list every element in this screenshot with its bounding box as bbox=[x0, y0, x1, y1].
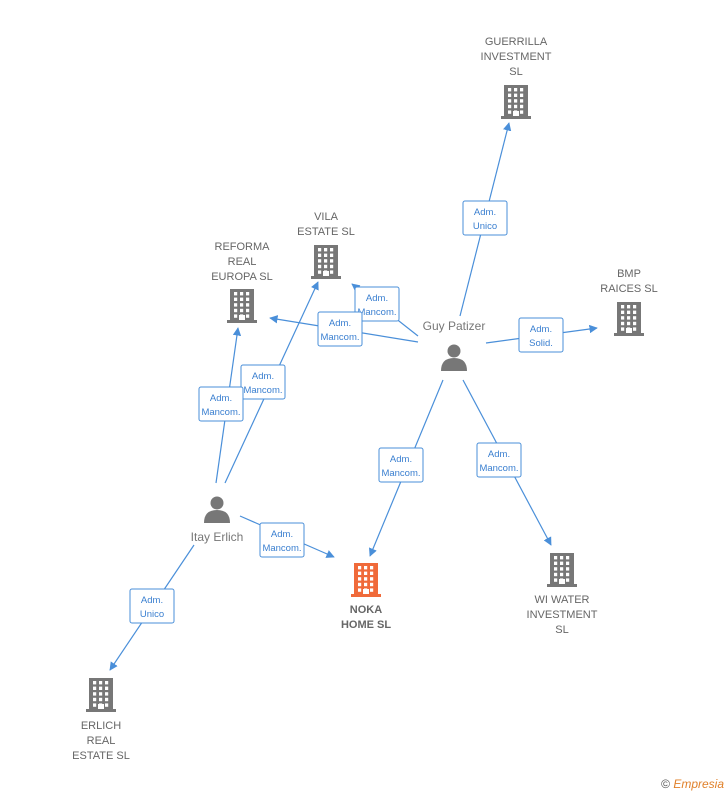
building-icon[interactable] bbox=[547, 553, 577, 587]
role-text: Adm. bbox=[474, 207, 496, 218]
company-label: EUROPA SL bbox=[211, 271, 273, 283]
company-label: ESTATE SL bbox=[72, 750, 130, 762]
nodes-layer: GUERRILLA INVESTMENT SL VILA ESTATE SL REFORM… bbox=[72, 36, 658, 762]
company-label: RAICES SL bbox=[600, 283, 657, 295]
role-badge-guy-reforma[interactable]: Adm. Mancom. bbox=[317, 311, 363, 347]
role-text: Mancom. bbox=[243, 385, 282, 396]
building-icon[interactable] bbox=[227, 289, 257, 323]
footer: © Empresia bbox=[661, 777, 724, 791]
company-label: BMP bbox=[617, 268, 641, 280]
company-label: INVESTMENT bbox=[527, 609, 598, 621]
role-badge-itay-reforma[interactable]: Adm. Mancom. bbox=[198, 386, 244, 422]
role-text: Solid. bbox=[529, 338, 553, 349]
company-label: VILA bbox=[314, 211, 339, 223]
role-text: Mancom. bbox=[479, 463, 518, 474]
role-text: Adm. bbox=[390, 454, 412, 465]
person-label: Itay Erlich bbox=[191, 530, 244, 544]
company-node-noka[interactable]: NOKA HOME SL bbox=[341, 563, 391, 631]
role-badge-guy-guerrilla[interactable]: Adm. Unico bbox=[462, 200, 508, 236]
role-text: Adm. bbox=[271, 529, 293, 540]
role-text: Adm. bbox=[210, 393, 232, 404]
person-label: Guy Patizer bbox=[423, 319, 486, 333]
company-node-wiwater[interactable]: WI WATER INVESTMENT SL bbox=[527, 553, 598, 636]
role-text: Adm. bbox=[141, 595, 163, 606]
role-text: Mancom. bbox=[262, 543, 301, 554]
company-label: GUERRILLA bbox=[485, 36, 548, 48]
company-label: ERLICH bbox=[81, 720, 121, 732]
building-icon[interactable] bbox=[351, 563, 381, 597]
person-node-guy[interactable]: Guy Patizer bbox=[423, 319, 486, 371]
role-text: Mancom. bbox=[201, 407, 240, 418]
copyright-icon: © bbox=[661, 777, 670, 791]
company-node-guerrilla[interactable]: GUERRILLA INVESTMENT SL bbox=[481, 36, 552, 119]
role-badge-guy-wiwater[interactable]: Adm. Mancom. bbox=[476, 442, 522, 478]
role-text: Mancom. bbox=[320, 332, 359, 343]
role-badge-itay-vila[interactable]: Adm. Mancom. bbox=[240, 364, 286, 400]
company-label: SL bbox=[509, 66, 522, 78]
building-icon[interactable] bbox=[311, 245, 341, 279]
company-node-vila[interactable]: VILA ESTATE SL bbox=[297, 211, 355, 279]
role-text: Adm. bbox=[329, 318, 351, 329]
company-label: INVESTMENT bbox=[481, 51, 552, 63]
role-badge-itay-erlich[interactable]: Adm. Unico bbox=[129, 588, 175, 624]
role-text: Adm. bbox=[488, 449, 510, 460]
role-text: Adm. bbox=[366, 293, 388, 304]
person-icon[interactable] bbox=[204, 496, 230, 524]
company-label: ESTATE SL bbox=[297, 226, 355, 238]
edges-layer bbox=[109, 122, 598, 671]
company-node-bmp[interactable]: BMP RAICES SL bbox=[600, 268, 658, 336]
role-text: Adm. bbox=[252, 371, 274, 382]
company-label: SL bbox=[555, 624, 568, 636]
company-label: NOKA bbox=[350, 604, 382, 616]
building-icon[interactable] bbox=[86, 678, 116, 712]
role-badge-guy-bmp[interactable]: Adm. Solid. bbox=[518, 317, 564, 353]
company-node-reforma[interactable]: REFORMA REAL EUROPA SL bbox=[211, 241, 273, 323]
building-icon[interactable] bbox=[614, 302, 644, 336]
role-text: Unico bbox=[140, 609, 164, 620]
role-text: Mancom. bbox=[357, 307, 396, 318]
brand-logo[interactable]: Empresia bbox=[673, 777, 724, 791]
building-icon[interactable] bbox=[501, 85, 531, 119]
role-text: Mancom. bbox=[381, 468, 420, 479]
company-label: REAL bbox=[228, 256, 257, 268]
company-label: REFORMA bbox=[215, 241, 271, 253]
company-label: REAL bbox=[87, 735, 116, 747]
company-label: WI WATER bbox=[535, 594, 590, 606]
company-node-erlich[interactable]: ERLICH REAL ESTATE SL bbox=[72, 678, 130, 762]
role-badge-guy-vila[interactable]: Adm. Mancom. bbox=[354, 286, 400, 322]
roles-layer: Adm.UnicoAdm.Mancom.Adm.Mancom.Adm.Solid… bbox=[129, 200, 564, 624]
person-icon[interactable] bbox=[441, 344, 467, 372]
person-node-itay[interactable]: Itay Erlich bbox=[191, 496, 244, 545]
role-text: Adm. bbox=[530, 324, 552, 335]
role-badge-itay-noka[interactable]: Adm. Mancom. bbox=[259, 522, 305, 558]
company-label: HOME SL bbox=[341, 619, 391, 631]
role-badge-guy-noka[interactable]: Adm. Mancom. bbox=[378, 447, 424, 483]
role-text: Unico bbox=[473, 221, 497, 232]
